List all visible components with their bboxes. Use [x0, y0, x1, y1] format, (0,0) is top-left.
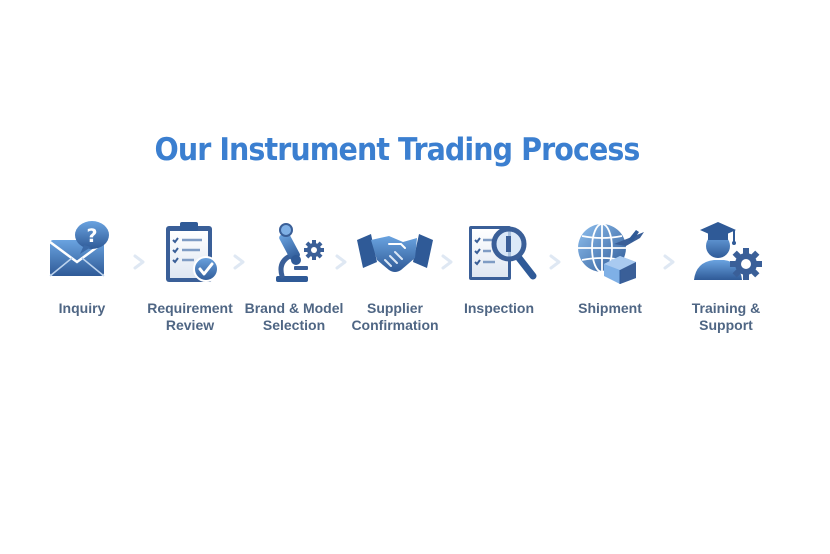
step-brand-model-selection: Brand & Model Selection	[239, 218, 349, 334]
step-supplier-confirmation: Supplier Confirmation	[340, 218, 450, 334]
step-shipment: Shipment	[555, 218, 665, 317]
document-magnifier-icon	[469, 226, 537, 280]
step-requirement-review: Requirement Review	[135, 218, 245, 334]
chevron-right-icon	[233, 254, 245, 270]
step-label: Requirement Review	[147, 300, 233, 333]
globe-plane-box-icon	[578, 223, 644, 284]
page-title: Our Instrument Trading Process	[154, 132, 640, 168]
microscope-gear-icon	[276, 223, 324, 282]
clipboard-check-icon	[166, 222, 219, 282]
step-label: Supplier Confirmation	[351, 300, 439, 333]
svg-text:?: ?	[86, 225, 97, 247]
step-label: Inquiry	[58, 300, 106, 316]
step-label: Shipment	[578, 300, 642, 316]
chevron-right-icon	[549, 254, 561, 270]
step-label: Training & Support	[691, 300, 761, 333]
step-label: Inspection	[463, 300, 534, 316]
graduate-gear-icon	[694, 222, 762, 280]
step-inspection: Inspection	[444, 218, 554, 317]
step-label: Brand & Model Selection	[244, 300, 344, 333]
chevron-right-icon	[335, 254, 347, 270]
envelope-question-icon: ?	[49, 221, 109, 277]
step-inquiry: ? Inquiry	[27, 218, 137, 317]
step-training-support: Training & Support	[671, 218, 781, 334]
chevron-right-icon	[663, 254, 675, 270]
handshake-icon	[357, 234, 433, 272]
chevron-right-icon	[133, 254, 145, 270]
chevron-right-icon	[441, 254, 453, 270]
